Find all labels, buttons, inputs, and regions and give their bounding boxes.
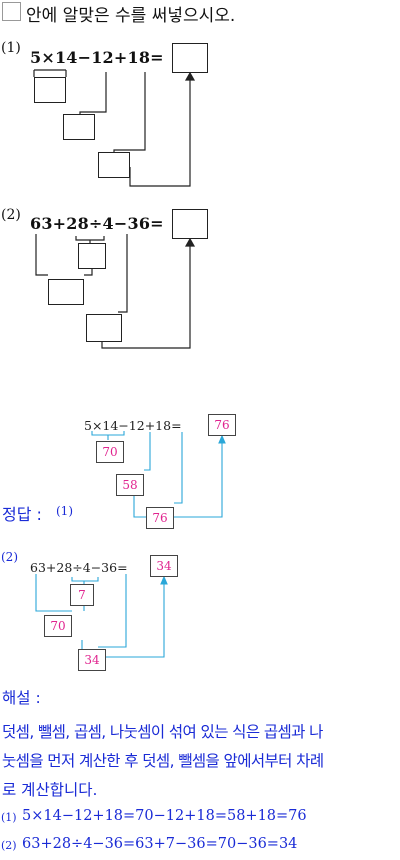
- problem2-label: (2): [1, 207, 21, 223]
- explanation-eq1-label: (1): [1, 811, 17, 824]
- problem1-label: (1): [1, 40, 21, 56]
- problem2-answer-box: [172, 209, 208, 239]
- answer-p2-step2-box: 70: [44, 615, 72, 637]
- answer-p1-step1-box: 70: [96, 441, 124, 463]
- problem2-step3-box: [86, 314, 122, 342]
- answer-p2-final-box: 34: [150, 555, 178, 577]
- answer-p2-step3-box: 34: [78, 649, 106, 671]
- explanation-title: 해설 :: [2, 689, 41, 707]
- answer-p1-label: (1): [56, 504, 73, 518]
- answer-p2-expression: 63+28÷4−36=: [30, 560, 128, 575]
- problem2-expression: 63+28÷4−36=: [30, 214, 164, 233]
- problem1-step2-box: [63, 114, 95, 140]
- answer-p2-step1-box: 7: [70, 584, 94, 606]
- problem2-step1-box: [78, 243, 106, 269]
- problem2-step2-box: [48, 279, 84, 305]
- explanation-eq1: 5×14−12+18=70−12+18=58+18=76: [22, 808, 307, 824]
- answer-p1-final-box: 76: [208, 414, 236, 436]
- explanation-eq2-label: (2): [1, 839, 17, 852]
- answer-label: 정답 :: [2, 505, 42, 524]
- problem1-connectors: [33, 69, 196, 349]
- explanation-line1: 덧셈, 뺄셈, 곱셈, 나눗셈이 섞여 있는 식은 곱셈과 나: [2, 723, 323, 741]
- problem1-step1-box: [34, 77, 66, 103]
- problem1-step3-box: [98, 152, 130, 178]
- instruction-title: 안에 알맞은 수를 써넣으시오.: [26, 6, 236, 26]
- answer-p2-label: (2): [1, 550, 18, 564]
- problem1-answer-box: [172, 43, 208, 73]
- explanation-eq2: 63+28÷4−36=63+7−36=70−36=34: [22, 836, 298, 852]
- answer-p1-step3-box: 76: [146, 507, 174, 529]
- explanation-line3: 로 계산합니다.: [2, 781, 98, 799]
- blank-square-icon: [2, 2, 21, 21]
- explanation-line2: 눗셈을 먼저 계산한 후 덧셈, 뺄셈을 앞에서부터 차례: [2, 752, 324, 770]
- answer-p1-expression: 5×14−12+18=: [84, 418, 182, 433]
- answer-p1-step2-box: 58: [116, 474, 144, 496]
- problem1-expression: 5×14−12+18=: [30, 48, 164, 67]
